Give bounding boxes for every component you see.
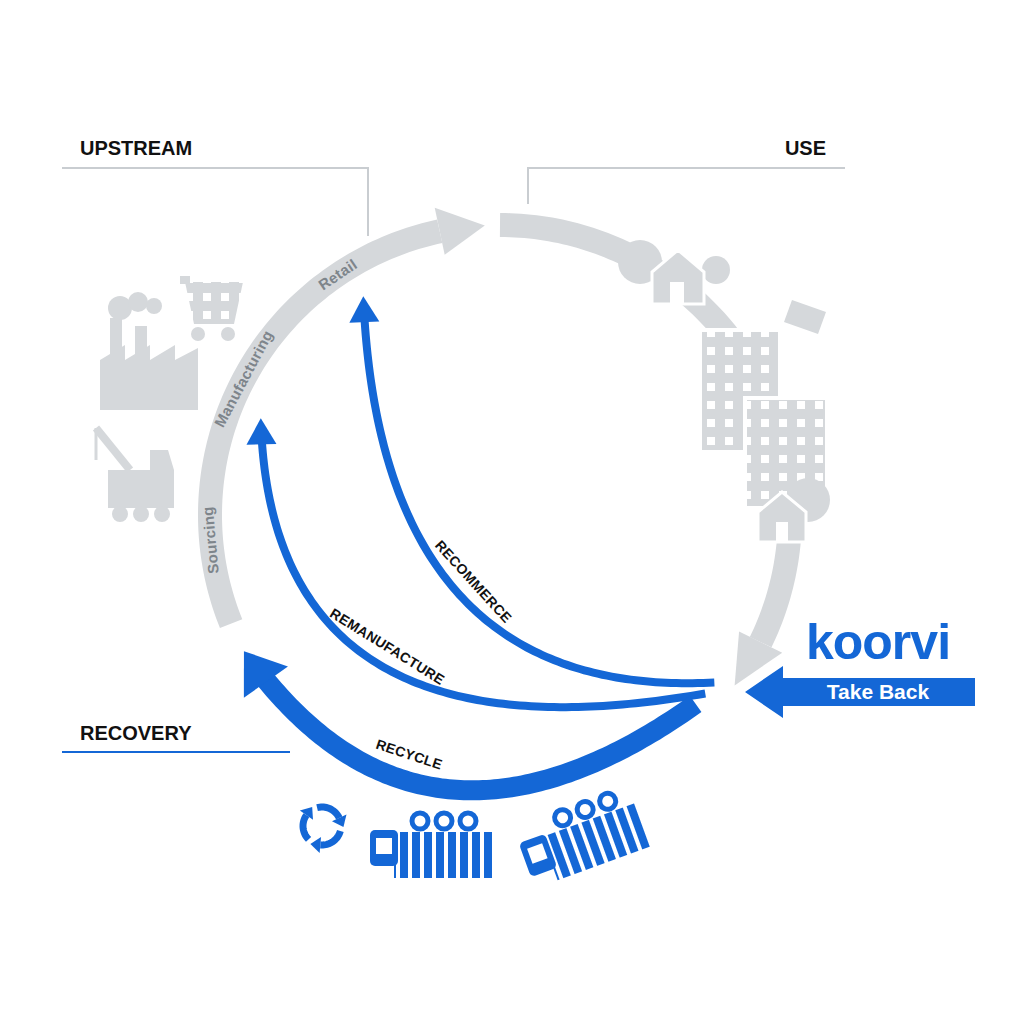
ring-arrowhead xyxy=(435,208,485,255)
flow-label: REMANUFACTURE xyxy=(327,606,447,688)
recovery-arc xyxy=(262,441,705,707)
recovery-arrowhead xyxy=(349,296,379,323)
brand-logo: koorvi xyxy=(806,614,950,670)
leader-line xyxy=(528,168,845,204)
action-label: Take Back xyxy=(827,678,929,706)
recovery-arcs xyxy=(244,296,714,790)
recovery-arc xyxy=(364,316,714,683)
section-title: USE xyxy=(785,137,826,159)
recovery-arrowhead xyxy=(246,418,276,444)
take-back-arrow: koorviTake Back xyxy=(745,612,975,718)
stage-label: Manufacturing xyxy=(211,328,276,430)
flow-label: RECYCLE xyxy=(373,737,443,773)
upstream-icons xyxy=(96,276,243,522)
section-title: RECOVERY xyxy=(80,722,192,744)
leader-line xyxy=(62,168,368,236)
flow-label: RECOMMERCE xyxy=(432,538,515,627)
recovery-arc xyxy=(262,675,696,790)
ring-segment xyxy=(210,231,440,623)
grey-ring xyxy=(210,208,790,686)
arrow-band xyxy=(745,666,975,718)
section-title: UPSTREAM xyxy=(80,137,192,159)
train-icon xyxy=(370,813,494,878)
stage-label: Retail xyxy=(316,256,361,294)
use-icons xyxy=(618,240,830,542)
recycle-symbol xyxy=(300,807,347,853)
train-icon xyxy=(513,785,652,888)
recovery-arrowhead xyxy=(244,651,288,698)
stage-label: Sourcing xyxy=(200,506,222,575)
leader-line xyxy=(62,751,290,753)
